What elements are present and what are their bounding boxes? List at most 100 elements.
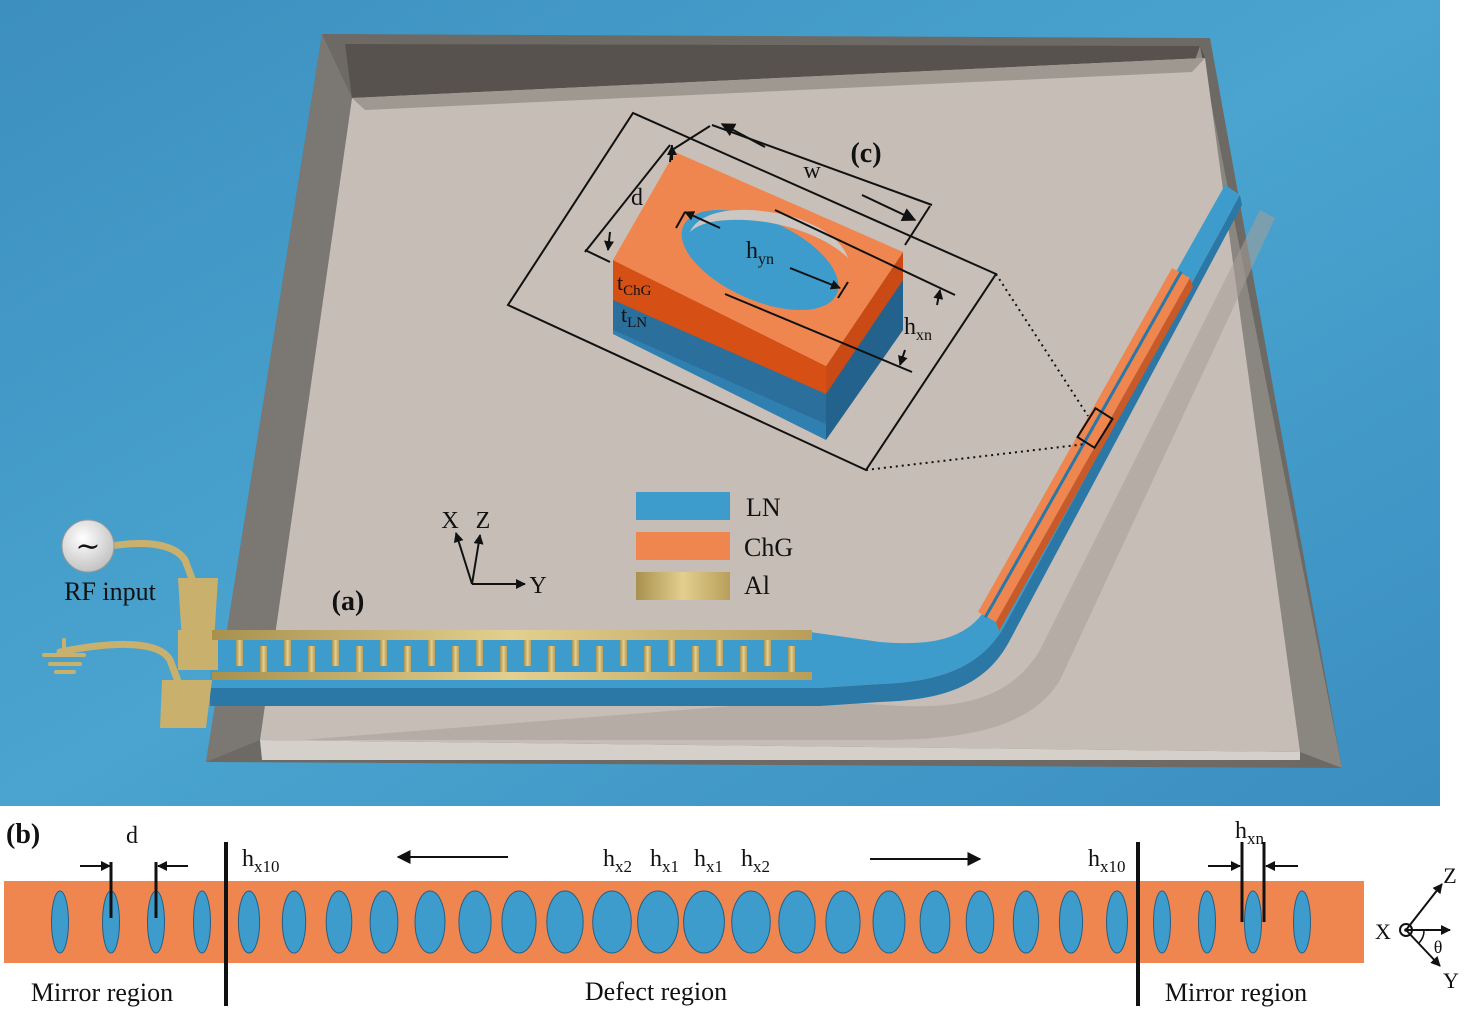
air-hole (1058, 890, 1084, 954)
air-hole (683, 890, 725, 954)
air-hole (825, 890, 861, 954)
pc-hole (1143, 325, 1152, 337)
air-hole (1012, 890, 1040, 954)
defect-region: Defect region (585, 977, 727, 1006)
hx1-right-label: hx1 (694, 846, 723, 876)
electrode-finger (524, 640, 531, 666)
pc-hole (1112, 380, 1121, 392)
pc-hole (1108, 388, 1117, 400)
pc-hole (1028, 528, 1037, 540)
legend-chg: ChG (744, 533, 793, 562)
pc-hole (1174, 270, 1183, 282)
pc-hole (1059, 474, 1068, 486)
panel-a-label: (a) (332, 586, 365, 617)
pc-hole (1054, 481, 1063, 493)
axis-b-x-label: X (1375, 919, 1391, 944)
pc-hole (1147, 317, 1156, 329)
pc-hole (1068, 458, 1077, 470)
electrode-finger (716, 640, 723, 666)
electrode-finger (548, 646, 555, 672)
air-hole (731, 890, 771, 954)
air-hole (51, 890, 69, 954)
hx10-right-label: hx10 (1088, 846, 1126, 876)
pc-hole (1063, 466, 1072, 478)
pc-hole (1090, 419, 1099, 431)
hx2-right-label: hx2 (741, 846, 770, 876)
pc-hole (1001, 575, 1010, 587)
pc-hole (1045, 497, 1055, 509)
pc-hole (983, 607, 993, 619)
hxn-label-c: hxn (904, 314, 932, 344)
air-hole (872, 890, 906, 954)
pc-hole (1019, 544, 1028, 556)
d-label-b: d (126, 823, 138, 849)
pc-hole (1156, 302, 1165, 314)
electrode-finger (500, 646, 507, 672)
air-hole (637, 890, 679, 954)
air-hole (414, 890, 446, 954)
pc-hole (1023, 536, 1032, 548)
al-electrodes (56, 540, 812, 728)
hx10-left-label: hx10 (242, 846, 280, 876)
hx2-left-label: hx2 (603, 846, 632, 876)
pc-hole (1076, 442, 1086, 454)
air-hole (778, 890, 816, 954)
panel-b: (b) d hx10 hx2 hx1 hx1 hx2 hx10 hxn Mirr… (4, 818, 1459, 1007)
air-hole (1293, 890, 1311, 954)
pc-hole (1152, 309, 1161, 321)
theta-label: θ (1434, 937, 1443, 957)
chg-photonic-crystal (978, 268, 1193, 631)
axis-b-y-label: Y (1443, 968, 1459, 993)
electrode-finger (428, 640, 435, 666)
air-hole (965, 890, 995, 954)
pc-hole (1081, 435, 1090, 447)
electrode-finger (644, 646, 651, 672)
pc-hole (1121, 364, 1130, 376)
pc-hole (988, 599, 997, 611)
legend-swatch-al (636, 572, 730, 600)
electrode-finger (620, 640, 627, 666)
pc-hole (1103, 395, 1112, 407)
pc-hole (1014, 552, 1024, 564)
pc-hole (1139, 333, 1148, 345)
w-label: w (803, 158, 821, 184)
electrode-finger (356, 646, 363, 672)
pc-hole (1170, 278, 1179, 290)
air-hole (237, 890, 261, 954)
axis-x-label: X (441, 508, 458, 534)
electrode-finger (788, 646, 795, 672)
electrode-finger (236, 640, 243, 666)
legend: LN ChG Al (636, 492, 793, 600)
air-hole (501, 890, 537, 954)
panel-b-label: (b) (6, 819, 40, 850)
axis-b-z-label: Z (1443, 863, 1456, 888)
air-hole (281, 890, 307, 954)
electrode-finger (260, 646, 267, 672)
electrode-finger (596, 646, 603, 672)
rf-source: ∼ RF input (61, 519, 157, 606)
pc-hole (1134, 341, 1143, 353)
electrode-finger (404, 646, 411, 672)
air-hole (919, 890, 951, 954)
pc-hole (1032, 521, 1041, 533)
air-hole (1153, 890, 1171, 954)
pc-hole (1050, 489, 1059, 501)
air-hole (1244, 890, 1262, 954)
rf-input-label: RF input (64, 577, 157, 606)
electrode-finger (308, 646, 315, 672)
air-hole (1106, 890, 1128, 954)
air-hole (325, 890, 353, 954)
air-hole (369, 890, 399, 954)
legend-swatch-ln (636, 492, 730, 520)
pc-hole (997, 583, 1006, 595)
pc-hole (1041, 505, 1050, 517)
rf-source-ball (61, 519, 115, 573)
axis-z-label: Z (476, 508, 491, 534)
pc-hole (1161, 294, 1170, 306)
electrode-finger (332, 640, 339, 666)
mirror-region-left: Mirror region (31, 978, 173, 1007)
panel-b-axes: X Z Y θ (1375, 863, 1459, 993)
air-hole (592, 890, 632, 954)
pc-hole (1165, 286, 1174, 298)
pc-hole (992, 591, 1001, 603)
